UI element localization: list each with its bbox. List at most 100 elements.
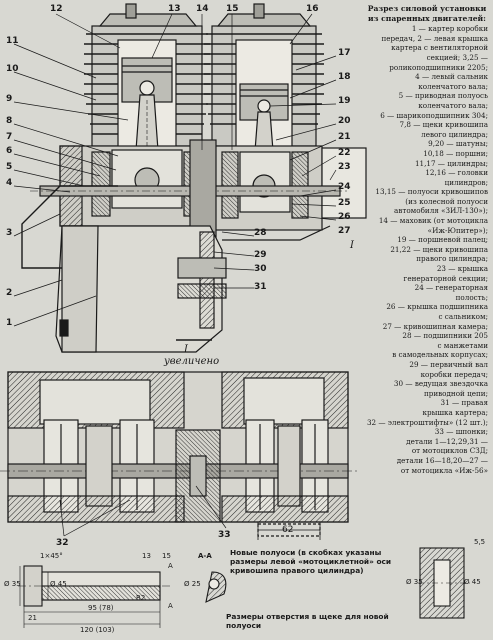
callout-9: 9: [6, 94, 13, 104]
legend-line: 30 — ведущая звездочка: [393, 379, 488, 389]
legend-line: автомобиля «ЗИЛ-130»);: [394, 206, 488, 216]
legend-line: 19 — поршневой палец;: [397, 235, 488, 245]
legend-line: коленчатого вала;: [418, 100, 488, 110]
legend-line: 14 — маховик (от мотоцикла: [378, 216, 488, 226]
callout-10: 10: [6, 64, 19, 74]
legend-line: 12,16 — головки: [425, 168, 488, 178]
dim-13: 13: [142, 552, 151, 560]
legend-line: коробки передач;: [420, 369, 488, 379]
legend-line: 6 — шарикоподшипник 304;: [380, 110, 488, 120]
axle-detail-drawing: [18, 547, 470, 628]
callout-21: 21: [338, 132, 351, 142]
enlarged-section: [0, 371, 360, 540]
dim-15: 15: [162, 552, 171, 560]
callout-15: 15: [226, 4, 239, 14]
callout-18: 18: [338, 72, 351, 82]
left-cylinder: [84, 3, 210, 179]
callout-30: 30: [254, 264, 267, 274]
legend-line: 11,17 — цилиндры;: [414, 158, 488, 168]
legend-line: полость;: [455, 292, 488, 302]
dim-hole-d35: Ø 35: [406, 578, 423, 586]
legend-line: 32 — электроштифты» (12 шт.);: [366, 417, 488, 427]
callout-24: 24: [338, 182, 351, 192]
callout-26: 26: [338, 212, 351, 222]
legend-line: в самодельных корпусах;: [392, 350, 488, 360]
legend-line: крышка картера;: [422, 407, 488, 417]
legend-line: 5 — приводная полуось: [398, 91, 488, 101]
legend-line: 28 — подшипники 205: [402, 331, 488, 341]
parts-legend: Разрез силовой установки из спаренных дв…: [366, 4, 488, 475]
legend-line: с сальником;: [438, 312, 488, 321]
dim-95: 95 (78): [88, 604, 114, 612]
legend-line: правого цилиндра;: [416, 254, 488, 264]
callout-12: 12: [50, 4, 63, 14]
legend-line: 26 — крышка подшипника: [386, 302, 488, 312]
legend-line: с манжетами: [437, 340, 489, 350]
legend-line: 9,20 — шатуны;: [428, 139, 488, 149]
legend-line: генераторной секции;: [403, 273, 488, 283]
section-label-aa: А-А: [198, 552, 212, 560]
callout-27: 27: [338, 226, 351, 236]
dim-a-bottom: А: [168, 602, 173, 610]
legend-line: 29 — первичный вал: [409, 359, 488, 369]
legend-line: детали 16—18,20—27 —: [396, 455, 488, 465]
callout-20: 20: [338, 116, 351, 126]
callout-33: 33: [218, 530, 231, 540]
callout-22: 22: [338, 148, 351, 158]
leader-lines: [13, 13, 337, 537]
callout-8: 8: [6, 116, 13, 126]
legend-line: передач, 2 — левая крышка: [381, 33, 488, 43]
legend-line: «Иж-Юпитер»);: [427, 225, 488, 235]
dim-5-5: 5,5: [474, 538, 486, 546]
legend-line: левого цилиндра;: [421, 129, 488, 139]
section-mark-detail: I: [184, 344, 188, 355]
detail-caption: увеличено: [164, 356, 220, 367]
callout-3: 3: [6, 228, 13, 238]
dim-d35: Ø 35: [4, 580, 21, 588]
crankcase: [30, 139, 367, 251]
legend-line: детали 1—12,29,31 —: [406, 436, 488, 446]
dim-d25: Ø 25: [184, 580, 201, 588]
callout-28: 28: [254, 228, 267, 238]
dim-a-top: А: [168, 562, 173, 570]
legend-line: 21,22 — щеки кривошипа: [390, 244, 488, 254]
callout-13: 13: [168, 4, 181, 14]
section-mark: I: [350, 240, 354, 251]
legend-line: секцией; 3,25 — роликоподшипники 2205;: [389, 52, 488, 72]
dim-21: 21: [28, 614, 37, 622]
callout-17: 17: [338, 48, 351, 58]
legend-line: 24 — генераторная: [414, 283, 488, 293]
legend-line: 33 — шпонки;: [434, 427, 488, 437]
legend-line: 31 — правая: [440, 398, 488, 408]
callout-1: 1: [6, 318, 13, 328]
callout-11: 11: [6, 36, 19, 46]
legend-line: 10,18 — поршни;: [423, 148, 488, 158]
legend-line: 27 — кривошипная камера;: [382, 321, 488, 331]
dim-hole-d45: Ø 45: [464, 578, 481, 586]
legend-line: 13,15 — полуоси кривошипов (из колесной …: [375, 187, 488, 206]
callout-7: 7: [6, 132, 13, 142]
callout-25: 25: [338, 198, 351, 208]
dim-120: 120 (103): [80, 626, 115, 634]
caption-hole: Размеры отверстия в щеке для новой полуо…: [226, 612, 389, 630]
dim-d45: Ø 45: [50, 580, 67, 588]
callout-23: 23: [338, 162, 351, 172]
legend-line: от мотоциклов СЗД;: [411, 446, 488, 456]
caption-new-axle: Новые полуоси (в скобках указаны размеры…: [230, 548, 392, 575]
legend-line: коленчатого вала;: [418, 81, 488, 91]
callout-14: 14: [196, 4, 209, 14]
legend-line: 7,8 — щеки кривошипа: [399, 120, 489, 130]
dim-62: 62: [282, 525, 294, 535]
legend-line: 1 — картер коробки: [411, 24, 488, 34]
legend-title: Разрез силовой установки из спаренных дв…: [367, 4, 487, 23]
callout-31: 31: [254, 282, 267, 292]
callout-6: 6: [6, 146, 13, 156]
callout-29: 29: [254, 250, 267, 260]
legend-line: приводной цепи;: [423, 388, 488, 398]
right-cylinder: [204, 3, 324, 191]
dim-r2: R2: [136, 594, 146, 602]
callout-32: 32: [56, 538, 69, 548]
callout-4: 4: [6, 178, 13, 188]
